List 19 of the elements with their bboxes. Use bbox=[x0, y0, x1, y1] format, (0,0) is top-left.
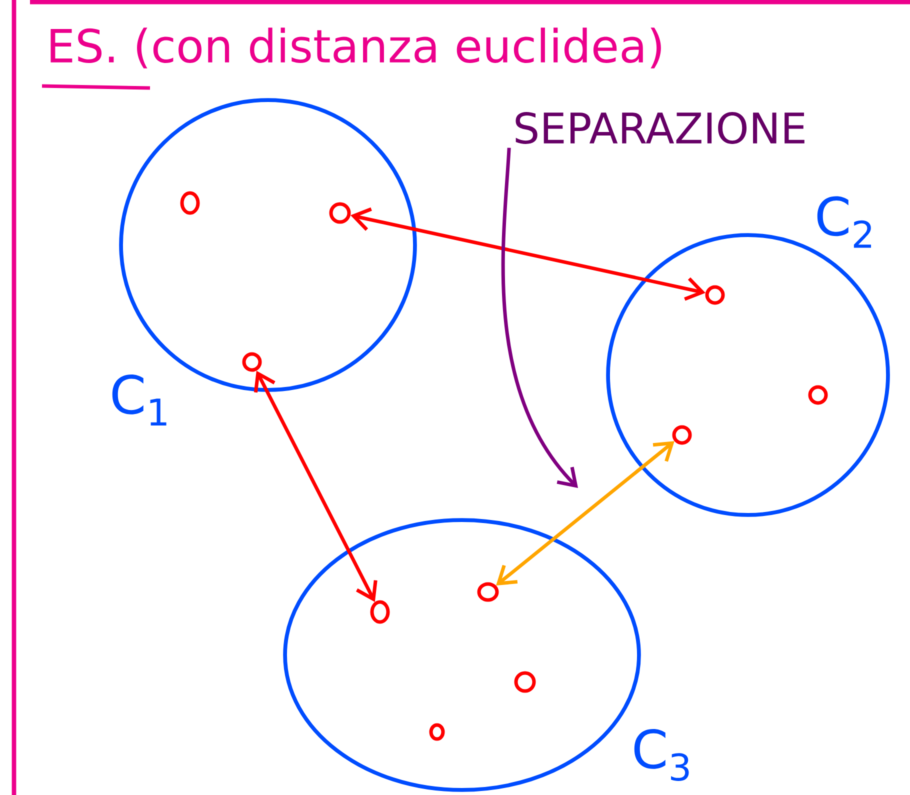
data-point bbox=[514, 671, 536, 693]
cluster-label: C$_{2}$ bbox=[817, 196, 872, 248]
data-point bbox=[477, 582, 499, 602]
cluster-label: C$_{1}$ bbox=[112, 374, 166, 426]
data-point bbox=[180, 191, 200, 215]
data-point bbox=[329, 202, 351, 224]
arrow bbox=[350, 207, 706, 301]
arrow bbox=[496, 441, 674, 586]
arrow bbox=[501, 148, 578, 488]
data-point bbox=[705, 285, 725, 305]
data-point bbox=[242, 352, 262, 372]
title: ES. (con distanza euclidea) bbox=[50, 28, 661, 68]
arrow bbox=[254, 370, 378, 602]
data-point bbox=[429, 723, 445, 741]
data-point bbox=[370, 600, 390, 624]
cluster-label: C$_{3}$ bbox=[634, 729, 689, 781]
data-point bbox=[808, 385, 828, 405]
data-point bbox=[672, 425, 692, 445]
heading-text: SEPARAZIONE bbox=[516, 112, 804, 144]
